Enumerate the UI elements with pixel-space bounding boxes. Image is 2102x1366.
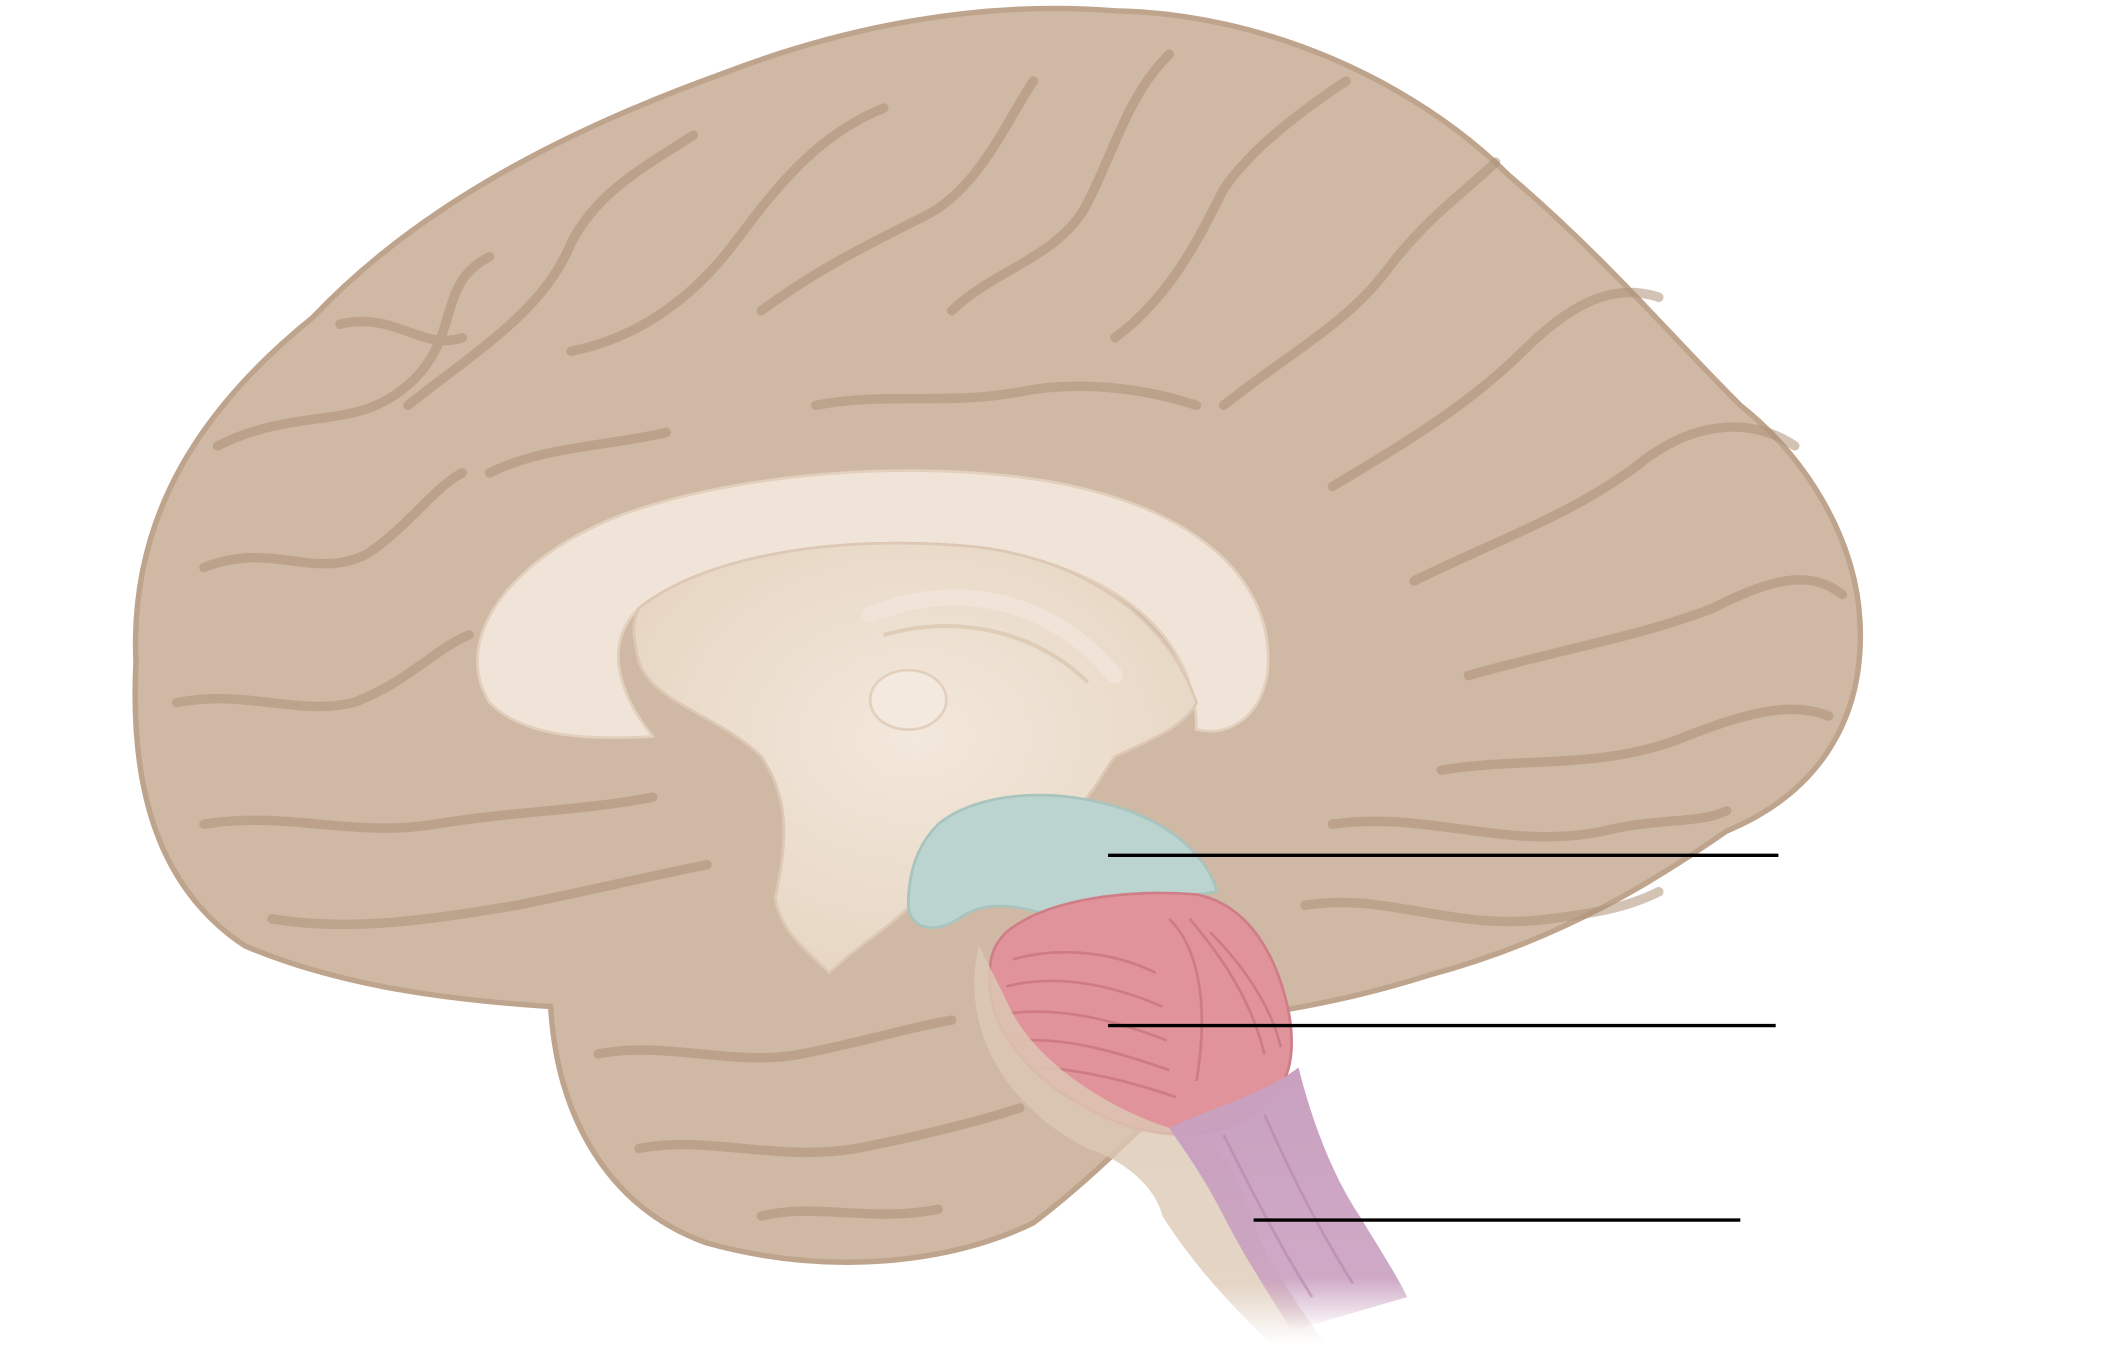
fornix [862, 589, 1124, 684]
brainstem-sheath [974, 945, 1326, 1345]
sulci [171, 49, 1848, 1221]
medulla [1169, 1067, 1408, 1331]
corpus-callosum [476, 469, 1270, 739]
pons-fibers [1005, 917, 1283, 1099]
medulla-fibers [1222, 1114, 1354, 1298]
thalamus [868, 668, 948, 731]
